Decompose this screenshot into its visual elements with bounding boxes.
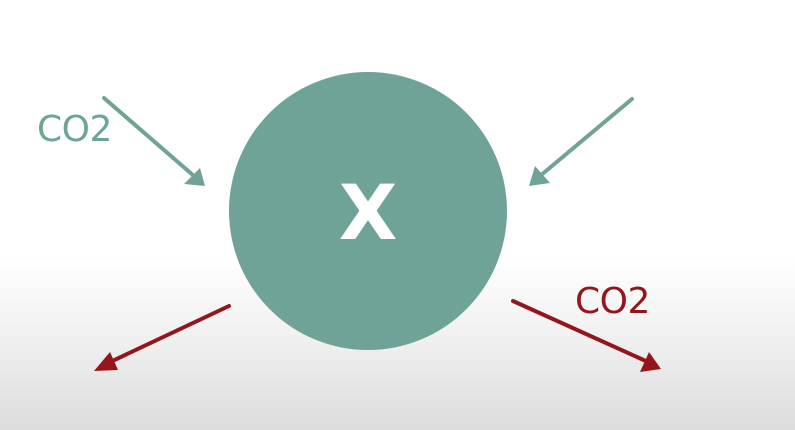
outgoing-co2-label: CO2 [575,281,650,322]
incoming-arrow-right [529,97,634,186]
center-label: X [338,168,398,257]
incoming-arrow-left [102,96,205,186]
outgoing-arrow-right [511,299,661,372]
incoming-co2-label: CO2 [37,109,112,150]
outgoing-arrow-left [94,304,231,371]
center-circle [229,72,507,350]
